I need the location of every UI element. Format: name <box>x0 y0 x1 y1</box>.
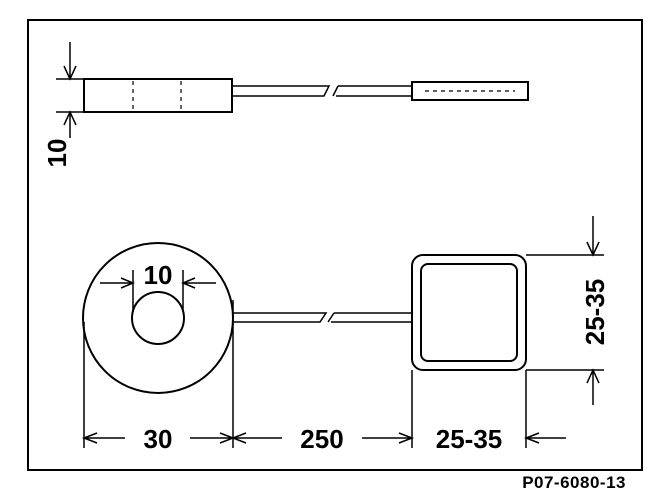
dim-250-arrow-left <box>230 432 282 444</box>
side-view-washer <box>83 78 233 113</box>
hole-dim-arrow-right <box>181 277 216 289</box>
side-view: 10 <box>42 42 529 168</box>
dim-30-arrow-right <box>190 432 236 444</box>
height-dim-arrow-top <box>586 216 600 257</box>
side-dim-arrow-bottom <box>63 110 77 138</box>
loop-outer <box>411 254 527 371</box>
dim-250-arrow-right <box>362 432 415 444</box>
wire-length-label: 250 <box>300 424 343 454</box>
side-view-wire <box>232 85 412 97</box>
washer-hole <box>131 291 185 345</box>
side-view-loop <box>411 81 529 101</box>
hole-dim-arrow-left <box>100 277 135 289</box>
height-dim-arrow-bottom <box>586 368 600 405</box>
hole-diameter-label: 10 <box>144 260 173 290</box>
side-thickness-label: 10 <box>42 139 72 168</box>
square-height-label: 25-35 <box>580 279 610 346</box>
front-view: 10 25-35 30 250 25-35 <box>81 216 610 454</box>
square-width-label: 25-35 <box>436 424 503 454</box>
dim-width-arrow-right <box>523 432 566 444</box>
front-view-wire <box>233 312 412 323</box>
drawing-frame <box>27 19 643 471</box>
washer-diameter-label: 30 <box>144 424 173 454</box>
figure-reference: P07-6080-13 <box>522 473 626 492</box>
side-dim-arrow-top <box>63 42 77 81</box>
dim-30-arrow-left <box>81 432 125 444</box>
loop-inner <box>420 263 518 362</box>
